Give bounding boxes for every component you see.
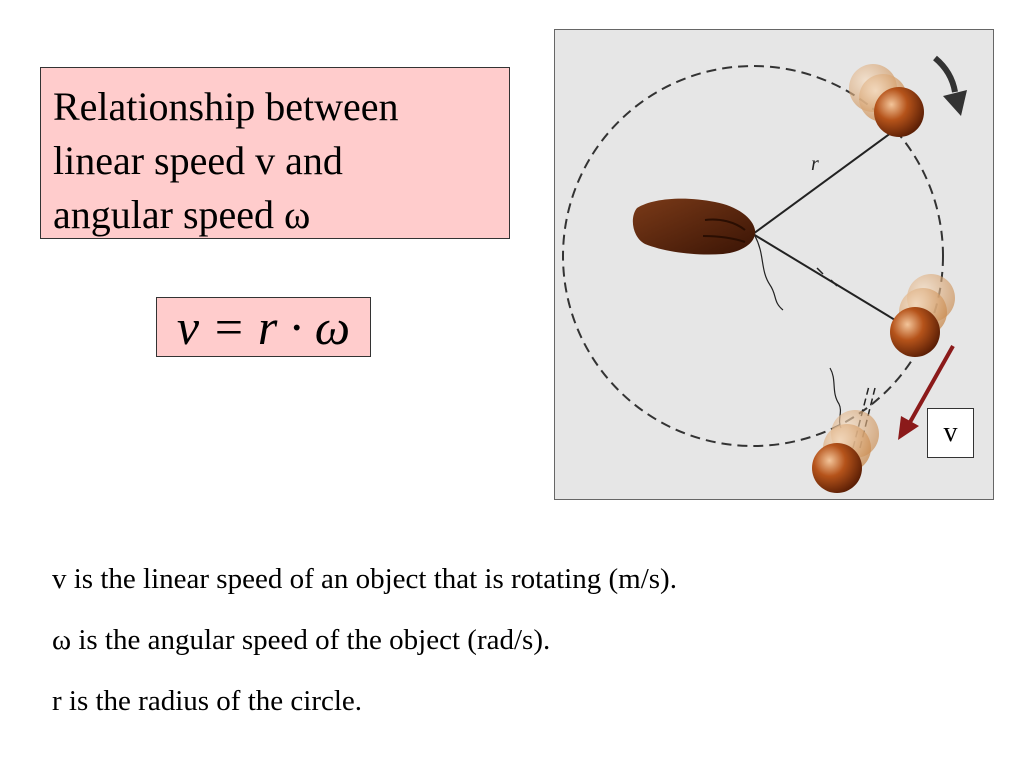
formula-box: v = r · ω — [156, 297, 371, 357]
description-linear-speed: v is the linear speed of an object that … — [52, 563, 677, 595]
velocity-label-box: v — [927, 408, 974, 458]
circular-motion-figure: r — [554, 29, 994, 500]
description-angular-speed: ω is the angular speed of the object (ra… — [52, 624, 551, 656]
circular-motion-illustration: r — [562, 55, 967, 493]
velocity-label: v — [943, 417, 958, 448]
radius-label: r — [811, 153, 819, 175]
title-line-2: linear speed v and — [53, 138, 343, 183]
string-line — [752, 233, 896, 321]
title-box: Relationship between linear speed v and … — [40, 67, 510, 239]
title-line-3: angular speed ω — [53, 192, 311, 237]
hand-icon — [632, 198, 756, 255]
circular-path — [562, 65, 944, 447]
rotation-arrow-icon — [933, 55, 967, 116]
formula-text: v = r · ω — [176, 299, 351, 355]
loose-string — [754, 235, 784, 311]
velocity-arrow-icon — [898, 345, 955, 440]
ball-icon — [849, 64, 924, 137]
string-fragment — [816, 267, 838, 287]
string-line — [752, 129, 896, 235]
title-line-1: Relationship between — [53, 84, 399, 129]
ball-icon — [890, 274, 955, 357]
description-radius: r is the radius of the circle. — [52, 685, 363, 717]
ball-icon — [812, 410, 879, 493]
